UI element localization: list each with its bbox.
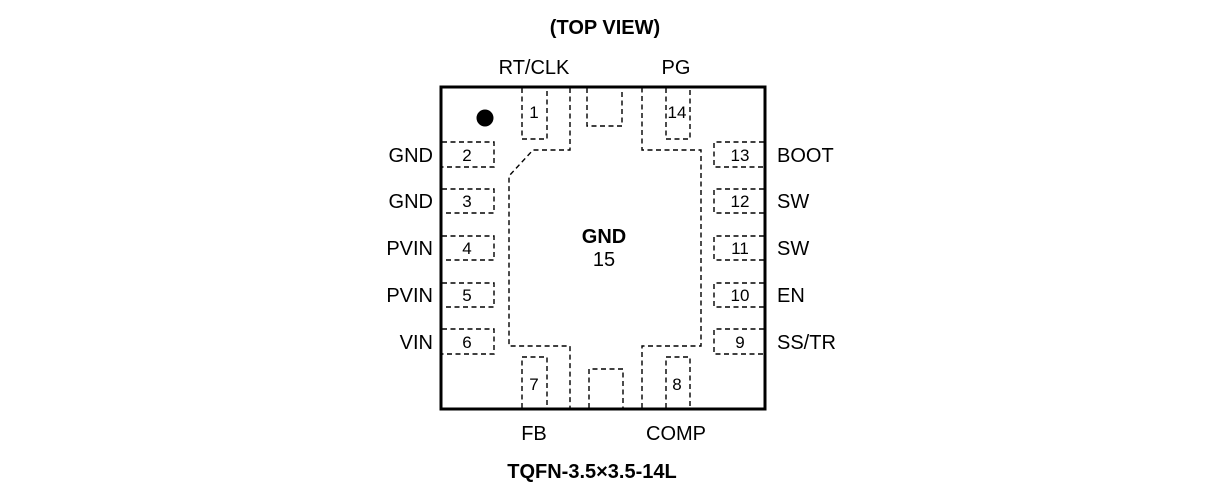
pad-5 [442,282,495,308]
pin-number-2: 2 [462,146,471,165]
pin-name-12: SW [777,191,809,213]
pin-number-11: 11 [731,239,749,258]
pin-name-13: BOOT [777,145,834,167]
pad-7 [521,356,548,408]
pad-8 [665,356,691,408]
pin-name-10: EN [777,285,805,307]
pin-number-10: 10 [731,286,750,305]
pin-name-4: PVIN [386,238,433,260]
pin-name-3: GND [389,191,433,213]
pin-number-13: 13 [731,146,750,165]
pad-3 [442,188,495,214]
pin-name-8: COMP [646,423,706,445]
pin-number-14: 14 [668,103,687,122]
pad-13 [713,141,764,168]
pin-number-4: 4 [462,239,471,258]
pad-9 [713,328,764,355]
pad-12 [713,188,764,214]
pad-10 [713,282,764,308]
pin-number-7: 7 [529,375,538,394]
center-pad-number: 15 [593,249,615,271]
pad-nc-top [586,88,623,127]
pin-number-1: 1 [529,103,538,122]
pin-number-5: 5 [462,286,471,305]
center-pad-name: GND [582,226,626,248]
pin-number-8: 8 [672,375,681,394]
pad-nc-bottom [588,368,624,408]
pin-number-6: 6 [462,333,471,352]
pin-number-3: 3 [462,192,471,211]
package-caption: TQFN-3.5×3.5-14L [507,461,677,483]
pin-name-9: SS/TR [777,332,836,354]
pin-name-7: FB [521,423,547,445]
pin-number-12: 12 [731,192,750,211]
view-title: (TOP VIEW) [550,17,660,39]
pad-6 [442,328,495,355]
pad-14 [665,88,691,140]
pin-number-9: 9 [735,333,744,352]
pad-11 [713,235,764,261]
package-body [439,85,767,411]
pin-name-top-1: RT/CLK [499,57,570,79]
pin-name-6: VIN [400,332,433,354]
exposed-pad [508,88,702,408]
pin-name-2: GND [389,145,433,167]
pad-4 [442,235,495,261]
pin-name-11: SW [777,238,809,260]
pin1-dot-icon [476,109,494,127]
pad-1 [521,88,548,140]
pin-name-5: PVIN [386,285,433,307]
pad-2 [442,141,495,168]
pin-name-top-14: PG [662,57,691,79]
